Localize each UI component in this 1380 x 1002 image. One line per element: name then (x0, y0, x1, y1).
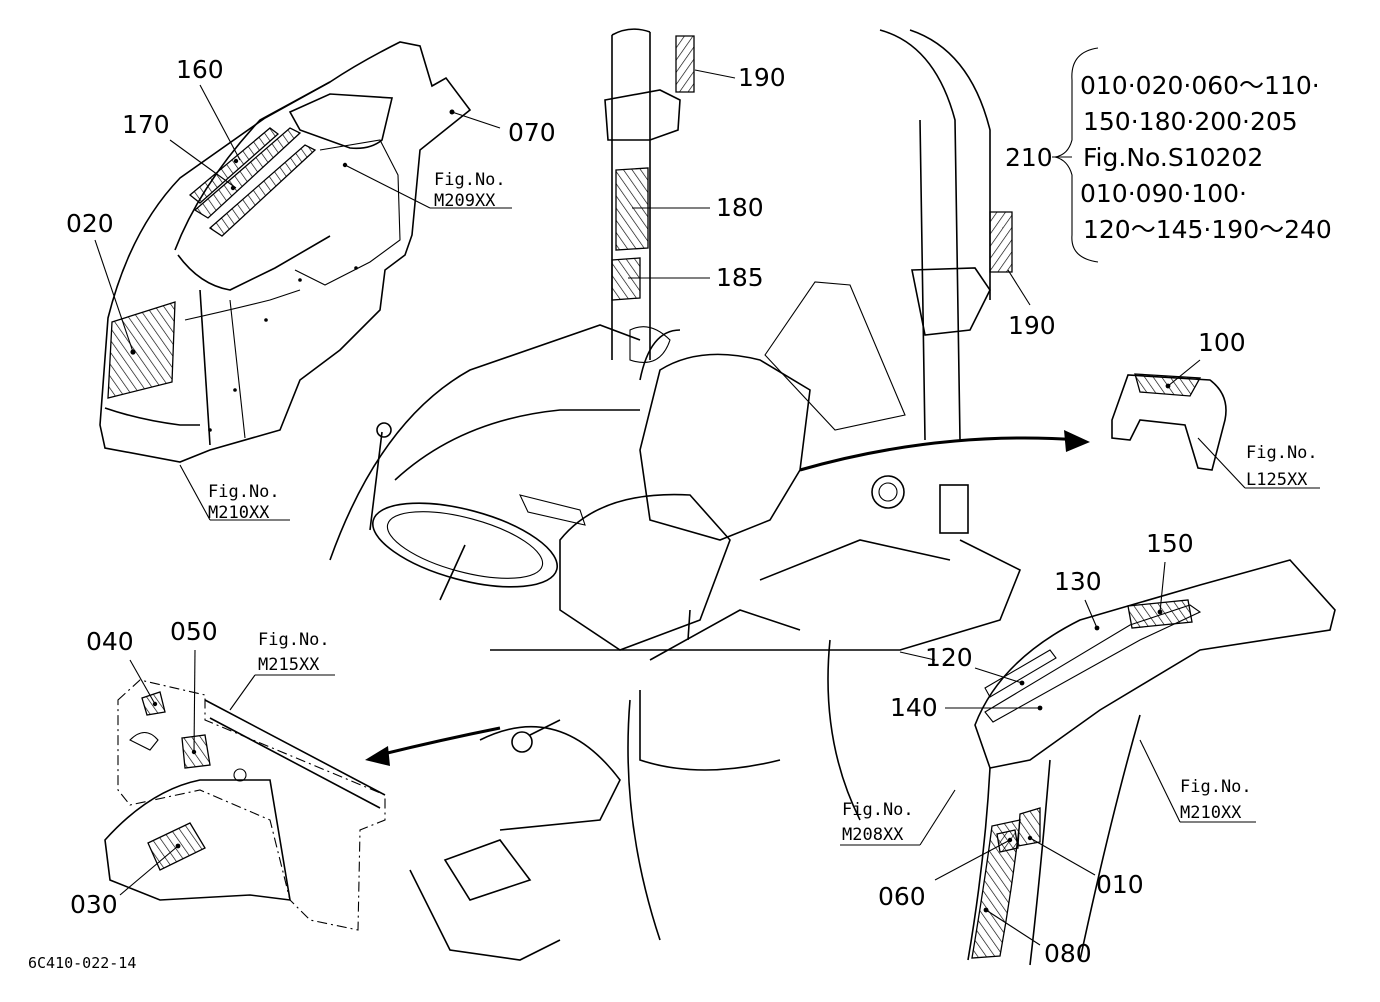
callout-080: 080 (1044, 939, 1092, 968)
svg-text:Fig.No.: Fig.No. (1180, 777, 1252, 797)
svg-text:Fig.No.: Fig.No. (208, 482, 280, 502)
fig-ref-l125: Fig.No. L125XX (1246, 443, 1318, 490)
tractor-body-drawing (329, 324, 1022, 961)
group-210-line-2: 150·180·200·205 (1083, 107, 1298, 136)
svg-text:M210XX: M210XX (208, 503, 270, 523)
svg-text:Fig.No.: Fig.No. (434, 170, 506, 190)
svg-text:M208XX: M208XX (842, 825, 904, 845)
arrow-head-front (365, 746, 390, 766)
svg-text:L125XX: L125XX (1246, 470, 1308, 490)
group-210-line-4: 010·090·100· (1080, 179, 1247, 208)
callout-050: 050 (170, 617, 218, 646)
group-210-line-3: Fig.No.S10202 (1083, 143, 1263, 172)
group-210-list: 010·020·060～110· 150·180·200·205 Fig.No.… (1080, 71, 1332, 244)
group-210-line-1: 010·020·060～110· (1080, 71, 1320, 100)
callout-160: 160 (176, 55, 224, 84)
callout-120: 120 (925, 643, 973, 672)
callout-020: 020 (66, 209, 114, 238)
callout-140: 140 (890, 693, 938, 722)
left-fender-drawing (99, 41, 472, 463)
callout-130: 130 (1054, 567, 1102, 596)
fig-ref-m209: Fig.No. M209XX (434, 170, 506, 211)
callout-010: 010 (1096, 870, 1144, 899)
svg-text:Fig.No.: Fig.No. (842, 800, 914, 820)
callout-040: 040 (86, 627, 134, 656)
callout-170: 170 (122, 110, 170, 139)
callout-150: 150 (1146, 529, 1194, 558)
callout-185: 185 (716, 263, 764, 292)
group-210-line-5: 120～145·190～240 (1083, 215, 1332, 244)
svg-text:M210XX: M210XX (1180, 803, 1242, 823)
fig-ref-m208: Fig.No. M208XX (842, 800, 914, 845)
rops-frame-drawing (604, 28, 1013, 441)
fig-ref-m210-right: Fig.No. M210XX (1180, 777, 1252, 823)
fig-ref-m210-left: Fig.No. M210XX (208, 482, 280, 523)
callout-190-right: 190 (1008, 311, 1056, 340)
pointer-arrow-100 (799, 436, 1081, 472)
callout-070: 070 (508, 118, 556, 147)
fig-ref-m215: Fig.No. M215XX (258, 630, 330, 675)
front-panel-drawing (104, 679, 386, 931)
right-fender-drawing (967, 559, 1336, 966)
leader-lines (94, 69, 1320, 946)
part-100-drawing (1111, 373, 1227, 471)
svg-text:M209XX: M209XX (434, 191, 496, 211)
drawing-id: 6C410-022-14 (28, 954, 136, 972)
callout-060: 060 (878, 882, 926, 911)
callout-210: 210 (1005, 143, 1053, 172)
callout-180: 180 (716, 193, 764, 222)
callout-100: 100 (1198, 328, 1246, 357)
svg-text:Fig.No.: Fig.No. (1246, 443, 1318, 463)
svg-text:Fig.No.: Fig.No. (258, 630, 330, 650)
arrow-head-100 (1064, 430, 1090, 452)
svg-text:M215XX: M215XX (258, 655, 320, 675)
callout-190-top: 190 (738, 63, 786, 92)
pointer-arrow-front (374, 726, 501, 758)
callout-030: 030 (70, 890, 118, 919)
